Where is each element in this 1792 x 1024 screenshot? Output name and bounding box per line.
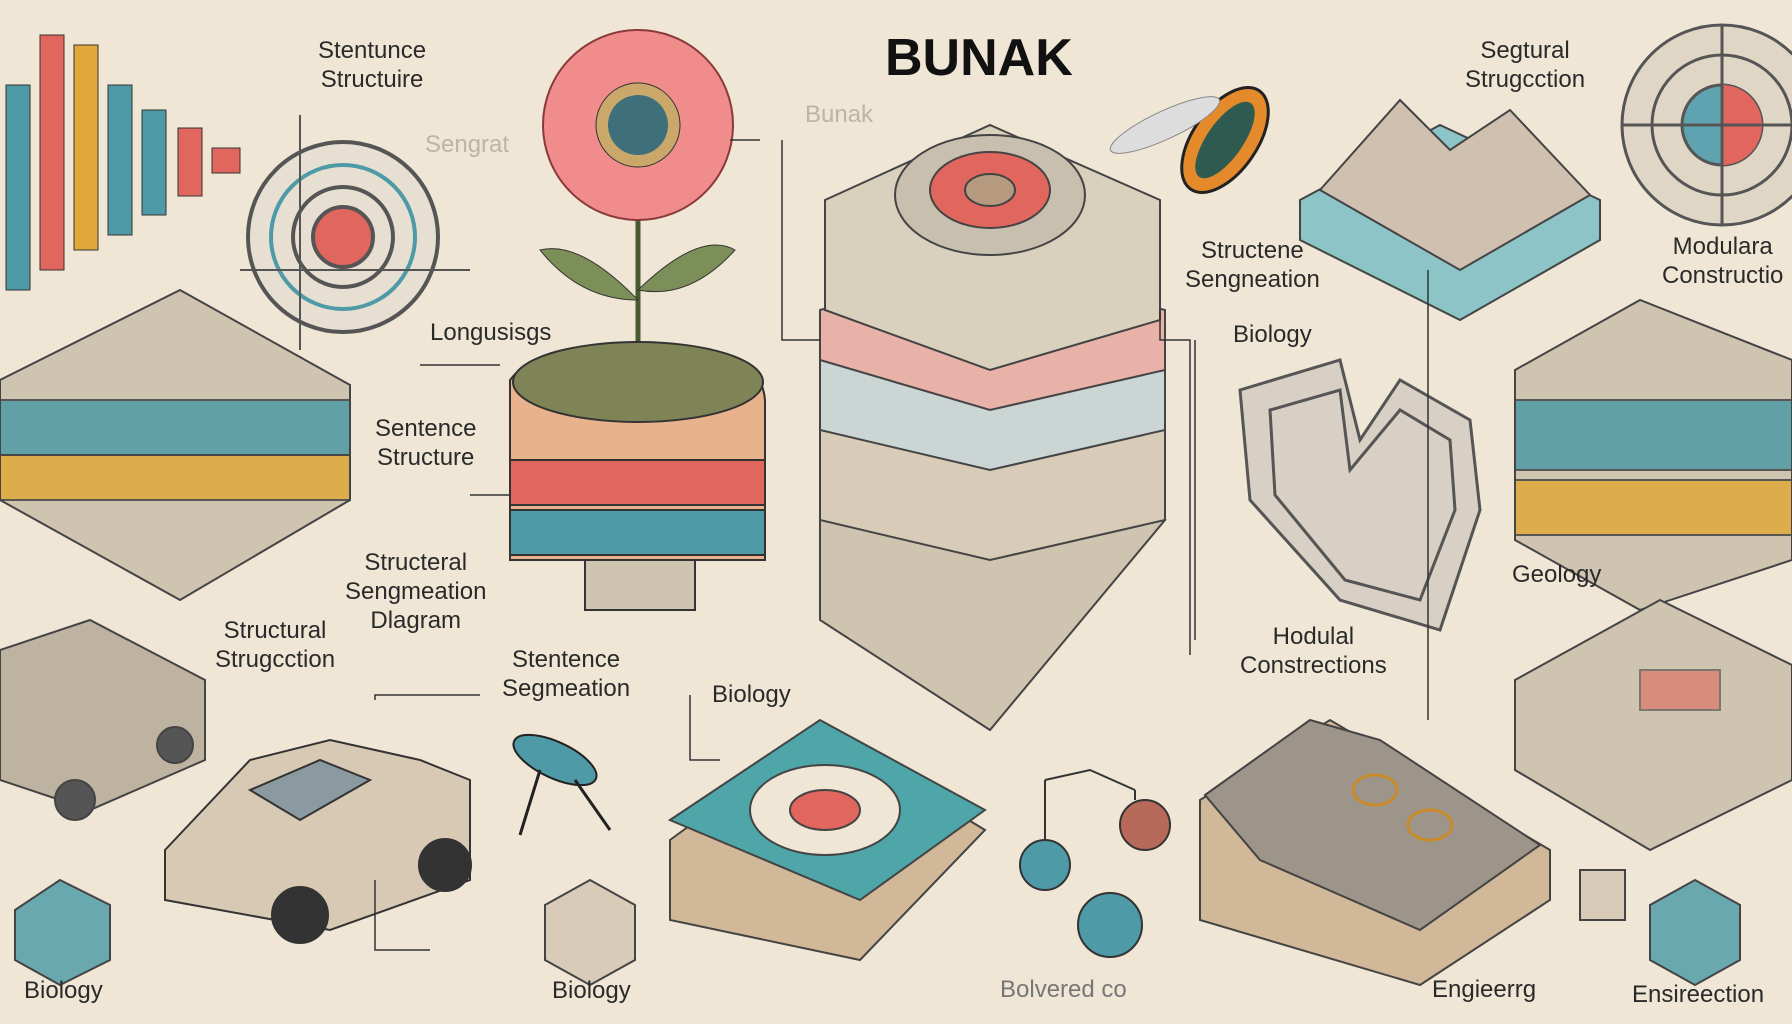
bar-chart-icon (5, 34, 241, 291)
blocks-grid-icon-right (1514, 298, 1792, 612)
label-bolvered: Bolvered co (1000, 976, 1127, 1003)
label-line: Stentence (512, 646, 621, 673)
label-biology-bottom-left: Biology (24, 977, 103, 1004)
cubes-icon (14, 869, 1741, 987)
label-line: Hodulal (1272, 623, 1355, 650)
vehicle-icon (0, 618, 206, 821)
label-line: Structeral (364, 549, 468, 576)
label-line: Dlagram (370, 607, 462, 634)
label-line: Sentence (375, 415, 477, 442)
radial-diagram-icon (1620, 23, 1792, 227)
flower-icon (539, 29, 736, 375)
label-engieerrg: Engieerrg (1432, 976, 1537, 1003)
terrain-block-icon (1299, 98, 1601, 322)
mountain-terrain-icon (1199, 718, 1551, 987)
label-line: Constructio (1662, 262, 1784, 289)
label-line: Modulara (1672, 233, 1773, 260)
label-line: Structure (377, 444, 475, 471)
label-longusisgs: Longusisgs (430, 319, 552, 346)
page-title: BUNAK (885, 29, 1073, 87)
label-biology-bottom-mid: Biology (552, 977, 631, 1004)
maze-blocks-icon (1514, 598, 1792, 852)
label-line: Segtural (1480, 37, 1570, 64)
soil-block-icon (509, 341, 766, 611)
label-biology-center: Biology (712, 681, 791, 708)
stacked-tower-icon (819, 123, 1167, 732)
faint-label-bunak: Bunak (805, 101, 874, 128)
label-line: Structene (1201, 237, 1304, 264)
target-platform-icon (667, 718, 987, 962)
target-icon (240, 115, 470, 350)
label-line: Sengmeation (345, 578, 487, 605)
label-geology: Geology (1512, 561, 1602, 588)
label-biology-mid: Biology (1233, 321, 1312, 348)
label-line: Sengneation (1185, 266, 1320, 293)
insect-icon (1109, 86, 1270, 194)
label-ensireection: Ensireection (1632, 981, 1765, 1008)
label-line: Strugcction (215, 646, 336, 673)
spheres-icon (1019, 768, 1171, 958)
ant-icon (512, 733, 612, 836)
label-line: Structuire (320, 66, 424, 93)
connector-lines (374, 139, 1429, 951)
label-line: Strugcction (1465, 66, 1586, 93)
label-line: Structural (223, 617, 327, 644)
faint-label-sengrat: Sengrat (425, 131, 510, 158)
blocks-grid-icon (0, 288, 351, 602)
label-line: Segmeation (502, 675, 631, 702)
label-line: Constrections (1240, 652, 1387, 679)
maze-shape-icon (1238, 358, 1482, 632)
label-line: Stentunce (318, 37, 427, 64)
truck-icon (164, 738, 472, 944)
